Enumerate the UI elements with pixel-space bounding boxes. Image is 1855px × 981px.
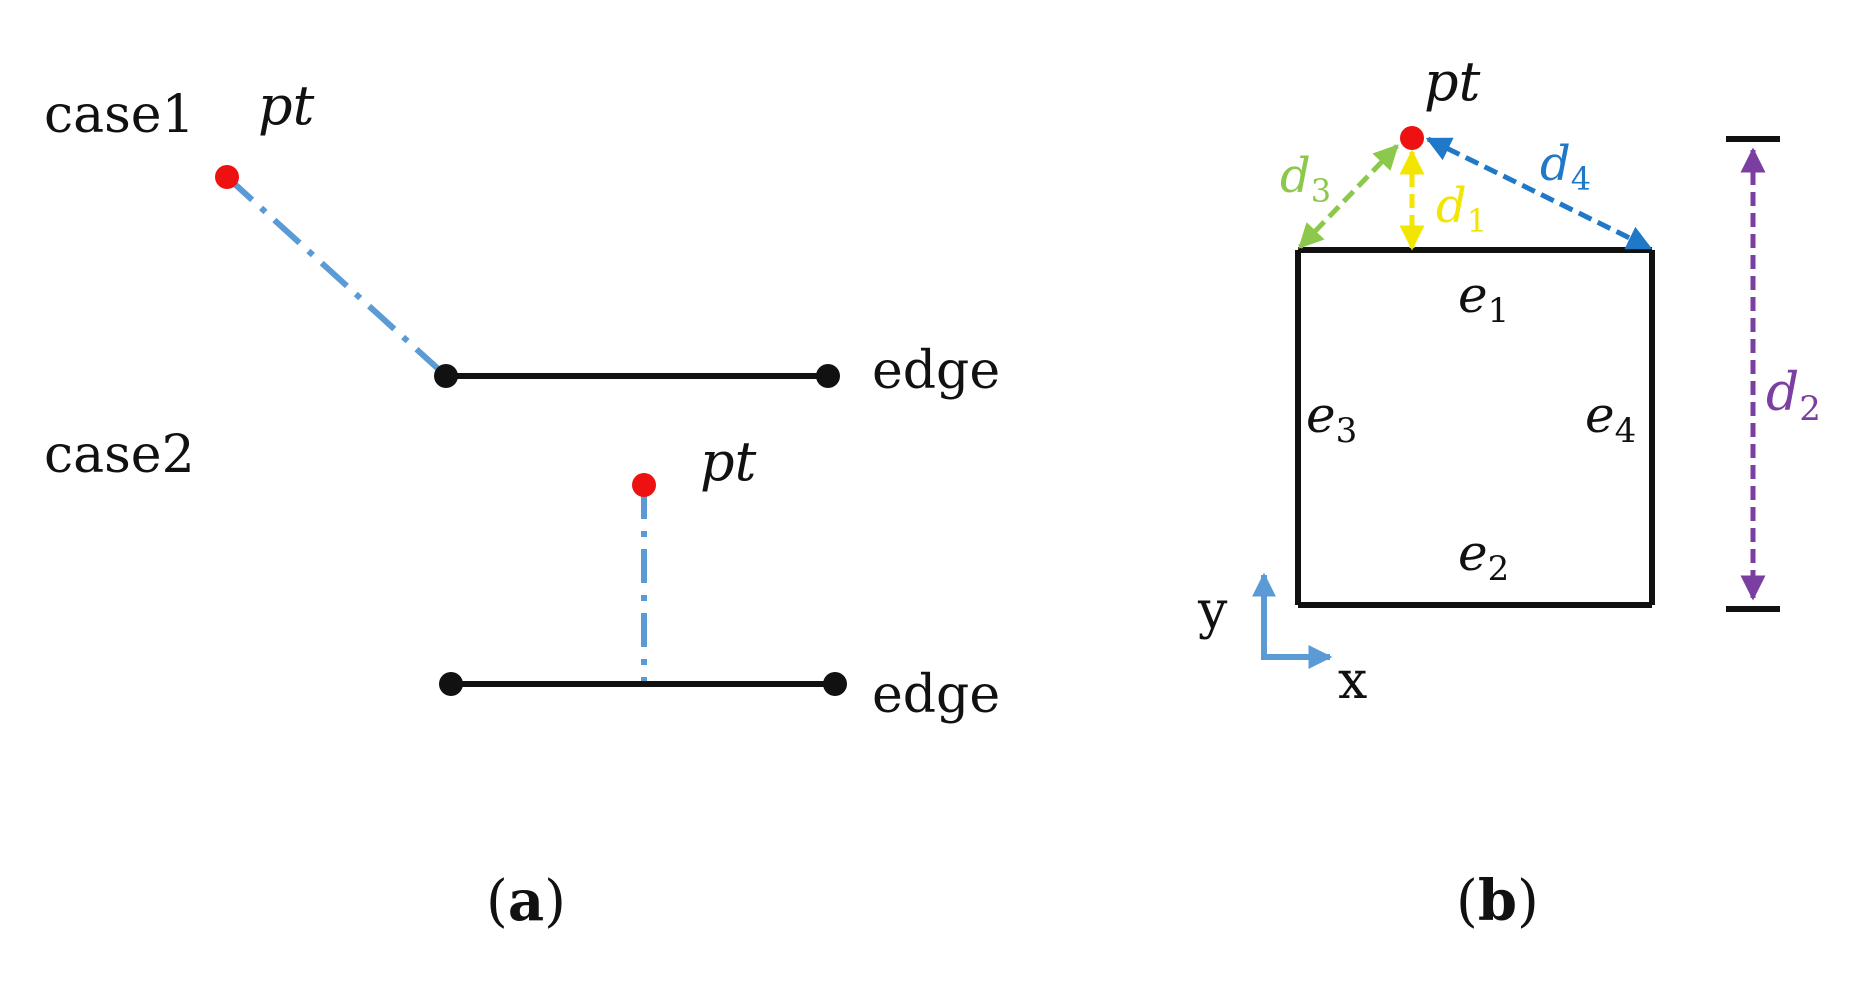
case1-edge-end-vertex <box>816 364 840 388</box>
case2-edge-start-vertex <box>439 672 463 696</box>
caption-open-paren: ( <box>1456 869 1478 934</box>
y-axis-label: y <box>1197 581 1228 641</box>
distance-label-d4: d4 <box>1540 136 1591 198</box>
caption-letter-a: a <box>508 868 544 934</box>
x-axis-label: x <box>1338 651 1367 711</box>
case1-label: case1 <box>44 85 195 145</box>
case1-edge-label: edge <box>872 341 1000 401</box>
distance-d3-arrow <box>1298 144 1399 249</box>
panel-b-point-label: pt <box>1424 50 1481 113</box>
case1-projection-line <box>224 174 449 379</box>
caption-letter-b: b <box>1478 868 1517 934</box>
distance-label-d3: d3 <box>1280 148 1331 210</box>
panel-b: e1 e2 e3 e4 d1 d3 d4 pt d2 y x (b) <box>1197 50 1821 934</box>
case2-point-label: pt <box>700 430 757 493</box>
caption-close-paren: ) <box>544 869 566 934</box>
case2-edge-label: edge <box>872 665 1000 725</box>
panel-a: case1 pt edge case2 pt edge (a) <box>44 74 1000 934</box>
distance-label-d1: d1 <box>1436 178 1487 240</box>
case1-point <box>215 165 239 189</box>
edge-label-e1: e1 <box>1458 266 1509 331</box>
caption-open-paren: ( <box>486 869 508 934</box>
panel-b-caption: (b) <box>1456 868 1539 934</box>
caption-close-paren: ) <box>1517 869 1539 934</box>
edge-label-e2: e2 <box>1458 524 1509 589</box>
case1-edge-start-vertex <box>434 364 458 388</box>
panel-b-point <box>1400 126 1424 150</box>
case1-point-label: pt <box>258 74 315 137</box>
case2-label: case2 <box>44 425 195 485</box>
distance-label-d2: d2 <box>1766 363 1821 429</box>
edge-label-e3: e3 <box>1306 386 1357 451</box>
edge-label-e4: e4 <box>1585 386 1636 451</box>
case2-point <box>632 473 656 497</box>
axes-indicator <box>1261 577 1320 660</box>
panel-a-caption: (a) <box>486 868 566 934</box>
case2-edge-end-vertex <box>823 672 847 696</box>
